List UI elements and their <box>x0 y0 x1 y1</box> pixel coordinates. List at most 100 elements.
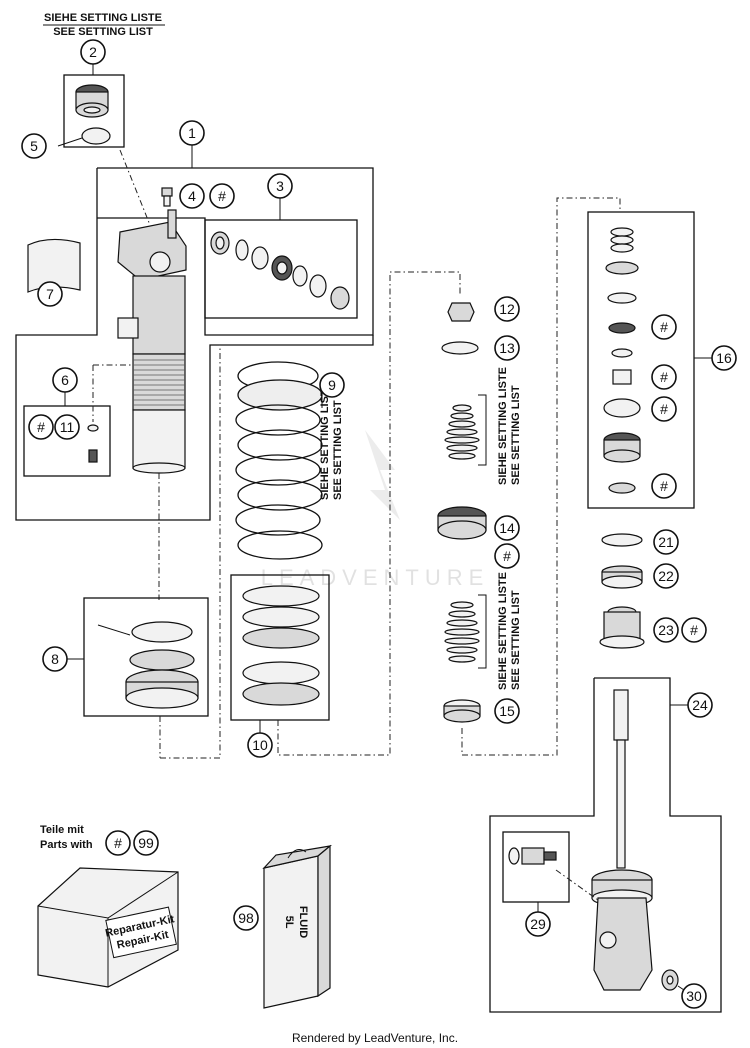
callout-11[interactable]: 11 <box>54 414 80 440</box>
part-29-valve <box>508 847 557 865</box>
callout-15[interactable]: 15 <box>494 698 520 724</box>
setting-note-en-shim-upper: SEE SETTING LIST <box>510 385 522 485</box>
part-29-box <box>502 831 570 903</box>
part-16-box <box>587 211 695 509</box>
part-3-seal-kit <box>210 231 350 310</box>
svg-text:22: 22 <box>658 568 674 584</box>
svg-text:11: 11 <box>60 419 75 435</box>
callout-8[interactable]: 8 <box>42 646 68 672</box>
callout-99[interactable]: 99 <box>133 830 159 856</box>
svg-text:12: 12 <box>499 301 515 317</box>
callout-16-hash-a[interactable]: # <box>651 314 677 340</box>
part-15-bump-stop <box>443 699 481 723</box>
svg-text:13: 13 <box>499 340 515 356</box>
callout-1[interactable]: 1 <box>179 120 205 146</box>
part-8-box <box>83 597 209 717</box>
callout-24[interactable]: 24 <box>687 692 713 718</box>
svg-text:#: # <box>690 622 698 638</box>
svg-text:#: # <box>37 419 45 435</box>
part-24-box <box>489 677 722 1013</box>
setting-note-en-spring: SEE SETTING LIST <box>332 400 344 500</box>
callout-13[interactable]: 13 <box>494 335 520 361</box>
callout-23-hash[interactable]: # <box>681 617 707 643</box>
parts-with-de: Teile mit <box>40 824 84 836</box>
svg-text:5: 5 <box>30 138 38 154</box>
callout-16-hash-c[interactable]: # <box>651 396 677 422</box>
part-16-reservoir-parts <box>603 227 641 494</box>
callout-4-hash[interactable]: # <box>209 183 235 209</box>
callout-3[interactable]: 3 <box>267 173 293 199</box>
callout-99-hash[interactable]: # <box>105 830 131 856</box>
callout-23[interactable]: 23 <box>653 617 679 643</box>
fluid-can: FLUID 5L <box>262 844 333 1009</box>
part-23-bushing <box>599 606 645 649</box>
setting-note-de-shim-lower: SIEHE SETTING LISTE <box>497 572 509 690</box>
shock-body <box>117 149 187 600</box>
svg-text:#: # <box>503 548 511 564</box>
shim-stack-upper <box>444 404 480 460</box>
svg-text:4: 4 <box>188 188 196 204</box>
callout-6[interactable]: 6 <box>52 367 78 393</box>
part-24-piston-rod <box>591 689 653 991</box>
callout-7[interactable]: 7 <box>37 281 63 307</box>
watermark: LEADVENTURE <box>261 430 483 590</box>
callout-16-hash-d[interactable]: # <box>651 473 677 499</box>
svg-text:8: 8 <box>51 651 59 667</box>
part-30-bushing <box>661 969 679 991</box>
setting-note-de-spring: SIEHE SETTING LISTE <box>319 382 331 500</box>
callout-22[interactable]: 22 <box>653 563 679 589</box>
part-22-seal-head <box>601 565 643 589</box>
callout-9[interactable]: 9 <box>319 372 345 398</box>
svg-text:10: 10 <box>252 737 268 753</box>
callout-11-hash[interactable]: # <box>28 414 54 440</box>
callout-98[interactable]: 98 <box>233 905 259 931</box>
part-4-bleed-screw <box>161 187 173 207</box>
callout-29[interactable]: 29 <box>525 911 551 937</box>
repair-kit-box: Reparatur-Kit Repair-Kit <box>37 867 179 988</box>
part-13-washer <box>441 341 479 355</box>
svg-text:21: 21 <box>658 534 674 550</box>
svg-text:2: 2 <box>89 44 97 60</box>
callout-10[interactable]: 10 <box>247 732 273 758</box>
callout-16-hash-b[interactable]: # <box>651 364 677 390</box>
part-14-piston <box>437 506 487 540</box>
callout-5[interactable]: 5 <box>21 133 47 159</box>
fluid-label: FLUID <box>297 906 309 938</box>
svg-text:15: 15 <box>499 703 515 719</box>
callout-12[interactable]: 12 <box>494 296 520 322</box>
part-11-valve <box>87 424 99 463</box>
main-assembly-box <box>15 145 374 521</box>
setting-note-de-shim-upper: SIEHE SETTING LISTE <box>497 367 509 485</box>
svg-text:#: # <box>660 478 668 494</box>
svg-text:#: # <box>218 188 226 204</box>
svg-text:30: 30 <box>686 988 702 1004</box>
svg-text:#: # <box>660 369 668 385</box>
footer-credit: Rendered by LeadVenture, Inc. <box>292 1031 458 1045</box>
setting-note-en-top: SEE SETTING LIST <box>53 26 153 38</box>
callout-30[interactable]: 30 <box>681 983 707 1009</box>
svg-text:#: # <box>114 835 122 851</box>
callout-14-hash[interactable]: # <box>494 543 520 569</box>
svg-text:24: 24 <box>692 697 708 713</box>
svg-text:6: 6 <box>61 372 69 388</box>
part-9-spring <box>235 361 323 560</box>
part-21-circlip <box>601 533 643 547</box>
callout-16[interactable]: 16 <box>711 345 737 371</box>
part-10-spring-seats <box>242 585 320 706</box>
part-2-box <box>63 74 125 148</box>
part-3-box <box>204 219 358 319</box>
part-6-box <box>23 405 111 477</box>
svg-text:3: 3 <box>276 178 284 194</box>
svg-text:14: 14 <box>499 520 515 536</box>
setting-note-de-top: SIEHE SETTING LISTE <box>44 12 162 24</box>
callout-14[interactable]: 14 <box>494 515 520 541</box>
callout-2[interactable]: 2 <box>80 39 106 65</box>
svg-text:23: 23 <box>658 622 674 638</box>
callout-4[interactable]: 4 <box>179 183 205 209</box>
svg-text:1: 1 <box>188 125 196 141</box>
callout-21[interactable]: 21 <box>653 529 679 555</box>
svg-text:29: 29 <box>530 916 546 932</box>
part-12-nut <box>447 302 475 322</box>
shim-stack-lower <box>444 601 480 663</box>
